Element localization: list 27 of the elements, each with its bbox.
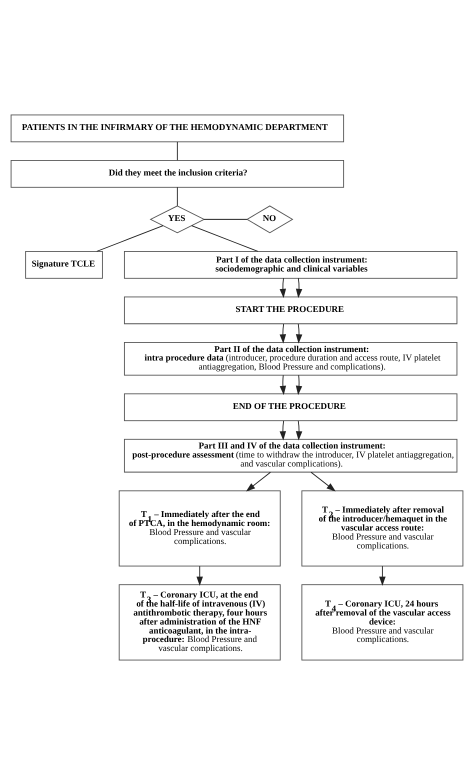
arrow (296, 278, 302, 298)
arrow (296, 323, 302, 344)
node-diamond: NO (246, 205, 294, 234)
arrow (296, 420, 302, 440)
node-box: Part II of the data collection instrument: intra procedure data (introducer, procedure duration and access route, IV platelet antiaggregation, Blood Pressure and complications). (124, 342, 458, 376)
arrow (379, 566, 386, 586)
arrow (280, 375, 286, 396)
arrow (280, 278, 286, 298)
connector (96, 225, 164, 252)
connector (176, 186, 178, 206)
node-box: Part III and IV of the data collection instrument: post-procedure assessment (time to withdraw the introducer, IV platelet antiaggregation, and vascular complications). (124, 438, 458, 473)
node-box: END OF THE PROCEDURE (124, 393, 458, 422)
node-diamond: YES (150, 205, 206, 234)
node-box: Did they meet the inclusion criteria? (10, 160, 344, 188)
connector (204, 218, 248, 220)
arrow (246, 472, 271, 492)
arrow (310, 472, 336, 492)
node-box: START THE PROCEDURE (124, 296, 458, 324)
arrow (196, 566, 203, 586)
arrow (296, 375, 302, 396)
node-box: Signature TCLE (25, 250, 103, 279)
arrow (280, 323, 286, 344)
connector (176, 141, 178, 161)
node-box: PATIENTS IN THE INFIRMARY OF THE HEMODYNAMIC DEPARTMENT (10, 114, 344, 142)
node-box: Part I of the data collection instrument: sociodemographic and clinical variables (124, 250, 458, 279)
arrow (280, 420, 286, 440)
connector (191, 225, 258, 252)
